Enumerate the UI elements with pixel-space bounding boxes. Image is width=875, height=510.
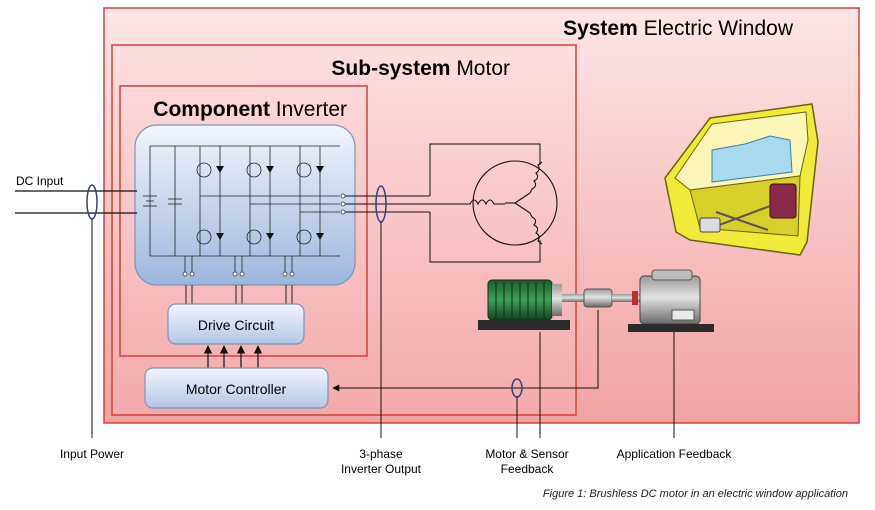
motor-feedback-label-line2: Feedback xyxy=(501,462,555,476)
inverter-circuit-block xyxy=(134,124,356,286)
drive-circuit-label: Drive Circuit xyxy=(198,317,274,333)
motor-feedback-label-line1: Motor & Sensor xyxy=(485,447,568,461)
car-door-image xyxy=(664,103,819,256)
dc-input-lines xyxy=(15,190,137,214)
system-prefix: System xyxy=(563,17,638,40)
gate-drive-lines xyxy=(185,285,293,304)
control-arrows xyxy=(203,345,263,368)
inverter-terminals xyxy=(182,193,346,277)
application-feedback-label: Application Feedback xyxy=(617,447,733,461)
system-title: System Electric Window xyxy=(563,17,794,40)
subsystem-name: Motor xyxy=(456,57,510,80)
input-power-label: Input Power xyxy=(60,447,124,461)
motor-controller-label: Motor Controller xyxy=(186,381,287,397)
subsystem-title: Sub-system Motor xyxy=(331,57,510,80)
input-power-probe xyxy=(86,184,98,220)
component-prefix: Component xyxy=(153,98,270,121)
motor-windings xyxy=(462,160,558,246)
three-phase-lines xyxy=(345,143,541,263)
inverter-output-label-line1: 3-phase xyxy=(359,447,403,461)
figure-caption: Figure 1: Brushless DC motor in an elect… xyxy=(543,488,848,500)
component-name: Inverter xyxy=(276,98,347,121)
component-box xyxy=(119,85,368,357)
system-name: Electric Window xyxy=(644,17,794,40)
inverter-output-label-line2: Inverter Output xyxy=(341,462,422,476)
subsystem-prefix: Sub-system xyxy=(331,57,450,80)
feedback-wiring xyxy=(332,310,675,438)
component-title: Component Inverter xyxy=(153,98,347,121)
drive-circuit-block xyxy=(167,303,305,345)
inverter-diodes xyxy=(216,166,324,240)
motor-controller-block xyxy=(144,367,329,409)
dc-input-label: DC Input xyxy=(16,174,64,188)
motor-dyno-image xyxy=(478,269,714,332)
